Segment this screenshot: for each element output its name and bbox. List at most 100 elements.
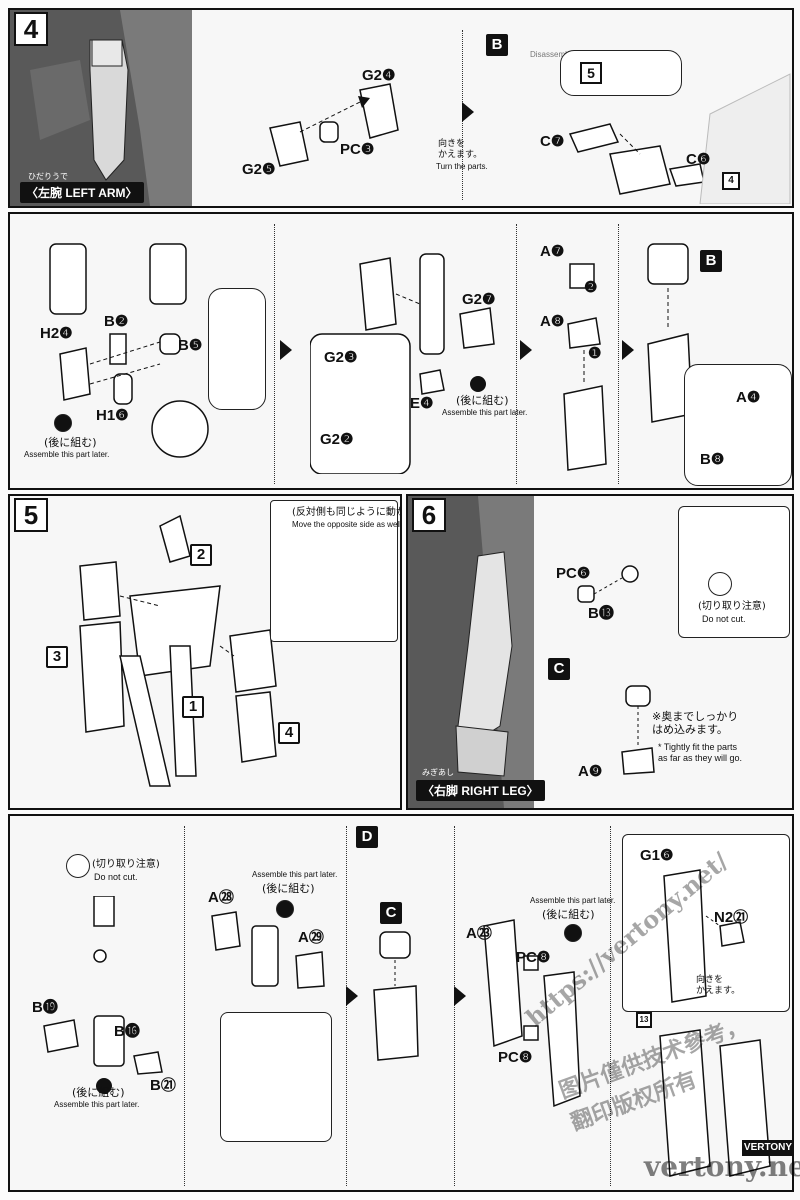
- marker-b: B: [486, 34, 508, 56]
- left-arm-ruby: ひだりうで: [28, 172, 68, 181]
- forearm-parts-drawing: [310, 253, 495, 474]
- right-leg-ruby: みぎあし: [422, 768, 454, 777]
- label-a9: A❾: [578, 763, 603, 780]
- turn-parts-ja: 向きを かえます。: [438, 138, 483, 159]
- subpart-1: 1: [182, 696, 204, 718]
- turn-parts-en: Turn the parts.: [436, 162, 488, 171]
- label-h1-6: H1❻: [96, 407, 129, 424]
- label-pc8-top: PC❽: [516, 949, 551, 966]
- later-ja: (後に組む): [72, 1086, 125, 1099]
- arm-assembly-panel: B❷ H2❹ B❺ H1❻ (後に組む) Assemble this part …: [8, 212, 794, 490]
- subpart-3: 3: [46, 646, 68, 668]
- torso-parts-drawing: [568, 73, 791, 204]
- later3-ja: (後に組む): [542, 908, 595, 921]
- ankle-drawing: [621, 685, 655, 775]
- divider: [618, 224, 619, 484]
- label-g2-4: G2❹: [362, 67, 396, 84]
- later2-ja: (後に組む): [456, 394, 509, 407]
- knee-drawing: [43, 896, 163, 1094]
- divider: [454, 826, 455, 1186]
- tight-fit-en: * Tightly fit the parts as far as they w…: [658, 742, 743, 763]
- nocut-icon: [66, 854, 90, 878]
- left-arm-silhouette: [30, 10, 192, 206]
- torso-assembly-drawing: [79, 514, 277, 787]
- left-arm-label: 〈左腕 LEFT ARM〉: [20, 182, 144, 203]
- label-e4: E❹: [410, 395, 434, 412]
- next-step-arrow: [520, 340, 532, 360]
- label-b8: B❽: [700, 451, 725, 468]
- later-en: Assemble this part later.: [24, 450, 110, 459]
- step-number-4: 4: [14, 12, 48, 46]
- subpart-2: 2: [190, 544, 212, 566]
- label-g16: G1❻: [640, 847, 674, 864]
- marker-c: C: [548, 658, 570, 680]
- label-b16: B⓰: [114, 1023, 140, 1040]
- subpart-4: 4: [278, 722, 300, 744]
- turn-parts-ja: 向きを かえます。: [696, 974, 741, 995]
- divider: [346, 826, 347, 1186]
- leg-frame-drawing: [483, 919, 581, 1108]
- later-en: Assemble this part later.: [54, 1100, 140, 1109]
- marker-b-row2: B: [700, 250, 722, 272]
- move-detail-bubble: [270, 500, 398, 642]
- label-pc-3: PC❸: [340, 141, 375, 158]
- arm-joint-assembly-drawing: [269, 83, 399, 167]
- label-g2-3: G2❸: [324, 349, 358, 366]
- label-a8: A❽: [540, 313, 565, 330]
- label-g2-5: G2❺: [242, 161, 276, 178]
- nocut-icon: [708, 572, 732, 596]
- joint-drawing: [577, 565, 639, 603]
- step-number-5: 5: [14, 498, 48, 532]
- nocut-en: Do not cut.: [94, 872, 138, 882]
- next-step-arrow: [454, 986, 466, 1006]
- divider: [184, 826, 185, 1186]
- later-mark: [54, 414, 72, 432]
- thigh-armor-drawing: [663, 869, 745, 1003]
- nocut-ja: (切り取り注意): [92, 859, 160, 870]
- left-arm-reference-image: [10, 10, 192, 206]
- upper-arm-drawing: [563, 263, 607, 471]
- tight-fit-ja: ※奥までしっかり はめ込みます。: [652, 710, 739, 736]
- label-h2-4: H2❹: [40, 325, 73, 342]
- marker-d: D: [356, 826, 378, 848]
- label-b2: B❷: [104, 313, 129, 330]
- label-g2-7: G2❼: [462, 291, 496, 308]
- shin-detail-bubble: [220, 1012, 332, 1142]
- later2-ja: (後に組む): [262, 882, 315, 895]
- label-a23: A㉓: [466, 925, 492, 942]
- step4-panel: 4 ひだりうで 〈左腕 LEFT ARM〉 G2❹ PC❸ G2❺ B 向きを …: [8, 8, 794, 208]
- later-mark: [564, 924, 582, 942]
- right-leg-label: 〈右脚 RIGHT LEG〉: [416, 780, 545, 801]
- label-g2-2: G2❷: [320, 431, 354, 448]
- right-leg-silhouette: [455, 496, 534, 808]
- label-a7: A❼: [540, 243, 565, 260]
- shin-parts-drawing: [211, 911, 325, 989]
- ref-box-5: 5: [580, 62, 602, 84]
- step6-panel: 6 みぎあし 〈右脚 RIGHT LEG〉 PC❻ B⓭ (切り取り注意) Do…: [406, 494, 794, 810]
- label-b21: B㉑: [150, 1077, 176, 1094]
- next-step-arrow: [462, 102, 474, 122]
- leg-assembly-panel: (切り取り注意) Do not cut. B⓳ B⓰ B㉑ (後に組む) Ass…: [8, 814, 794, 1192]
- label-b19: B⓳: [32, 999, 58, 1016]
- right-leg-reference-image: [408, 496, 534, 808]
- ref-box-13: 13: [636, 1012, 652, 1028]
- label-b5: B❺: [178, 337, 203, 354]
- label-c6: C❻: [686, 151, 711, 168]
- label-a29: A㉙: [298, 929, 324, 946]
- nocut-ja: (切り取り注意): [698, 601, 766, 612]
- later-mark: [276, 900, 294, 918]
- label-a28: A㉘: [208, 889, 234, 906]
- label-c7: C❼: [540, 133, 565, 150]
- next-step-arrow: [622, 340, 634, 360]
- next-step-arrow: [280, 340, 292, 360]
- divider: [274, 224, 275, 484]
- order-1: ❶: [588, 345, 602, 362]
- later3-en: Assemble this part later.: [530, 896, 616, 905]
- move-note-en: Move the opposite side as well.: [292, 520, 402, 529]
- label-pc8-bottom: PC❽: [498, 1049, 533, 1066]
- hand-detail-bubble: [684, 364, 792, 486]
- label-a4: A❹: [736, 389, 761, 406]
- later-ja: (後に組む): [44, 436, 97, 449]
- divider: [516, 224, 517, 484]
